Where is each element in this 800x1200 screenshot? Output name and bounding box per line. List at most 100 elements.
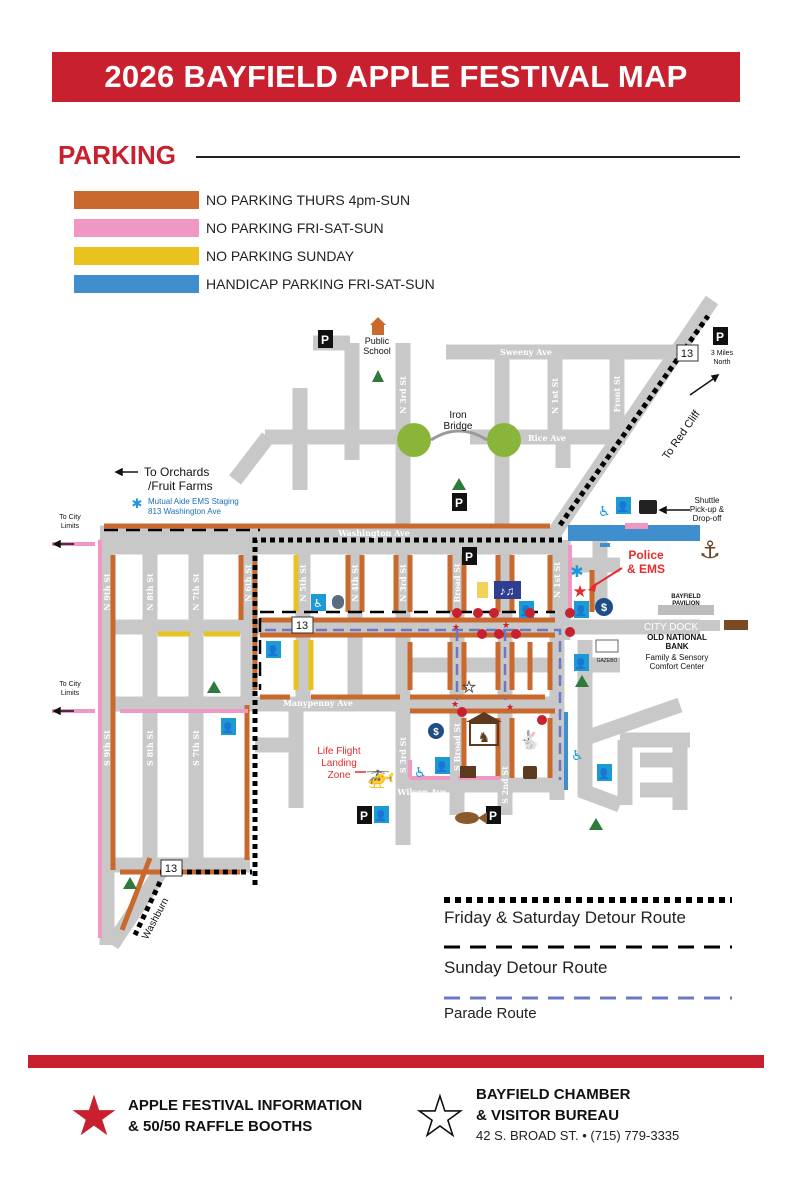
- info-booth-star-icon: ★★★★: [451, 620, 514, 712]
- comfort-center-label: Family & Sensory: [646, 653, 709, 662]
- route-label-fri-sat: Friday & Saturday Detour Route: [444, 908, 686, 927]
- trolley-icon: [460, 766, 476, 778]
- restroom-icon: 👤: [574, 654, 589, 671]
- anchor-icon: ⚓: [699, 537, 721, 564]
- restroom-icon: ♿: [311, 594, 326, 611]
- beverage-icon: [477, 582, 488, 598]
- old-national-bank-label: OLD NATIONAL: [647, 633, 707, 642]
- svg-text:👤: 👤: [575, 657, 587, 670]
- svg-text:★: ★: [506, 702, 514, 712]
- no-parking-sunday-segments: [158, 555, 314, 690]
- street-label-washington-ave: Washington Ave: [337, 528, 410, 538]
- parking-sign: P: [713, 327, 728, 345]
- street-label-n8: N 8th St: [145, 573, 155, 611]
- svg-text:🐇: 🐇: [519, 729, 541, 750]
- legend-swatch-orange: [74, 191, 199, 209]
- three-miles-label: North: [713, 359, 730, 366]
- restroom-icon: 👤: [221, 718, 236, 735]
- gazebo-label: GAZEBO: [597, 658, 618, 664]
- svg-text:👤: 👤: [375, 809, 387, 822]
- street-label-n7: N 7th St: [191, 573, 201, 611]
- parade-route: [265, 628, 562, 780]
- legend-label: NO PARKING FRI-SAT-SUN: [206, 220, 384, 236]
- red-cliff-label: To Red Cliff: [660, 408, 703, 462]
- no-parking-thurs-sun-segments: [104, 523, 595, 931]
- street-label-s-broad: S Broad St: [452, 723, 462, 771]
- legend-label: HANDICAP PARKING FRI-SAT-SUN: [206, 276, 435, 292]
- street-label-front: Front St: [612, 375, 622, 412]
- legend-swatch-pink: [74, 219, 199, 237]
- restroom-icon: 👤: [435, 757, 450, 774]
- restroom-icon: 👤: [616, 497, 631, 514]
- bus-icon: [639, 500, 657, 514]
- police-ems-label: Police: [628, 548, 664, 562]
- apple-booths: [452, 608, 575, 725]
- shuttle-label: Drop-off: [693, 514, 723, 523]
- street-label-broad: Broad St: [452, 563, 462, 603]
- comfort-center-label: Comfort Center: [650, 662, 705, 671]
- info-booth-label: APPLE FESTIVAL INFORMATION: [128, 1097, 363, 1114]
- legend-swatch-blue: [74, 275, 199, 293]
- lifeflight-label: Zone: [328, 770, 351, 781]
- svg-text:♿: ♿: [414, 764, 427, 780]
- street-label-wilson-ave: Wilson Ave: [397, 787, 447, 797]
- parking-heading: PARKING: [58, 140, 176, 170]
- svg-text:P: P: [489, 809, 497, 823]
- street-label-s9: S 9th St: [102, 730, 112, 766]
- highway-13-shield: 13: [160, 859, 183, 877]
- info-booth-star-icon: ★: [69, 1084, 119, 1147]
- shuttle-label: Pick-up &: [690, 505, 725, 514]
- city-dock-label: CITY DOCK: [644, 622, 699, 633]
- public-school-label: Public: [365, 336, 390, 346]
- svg-text:👤: 👤: [436, 760, 448, 773]
- parking-heading-rule: [196, 156, 740, 158]
- legend-item-handicap-parking: HANDICAP PARKING FRI-SAT-SUN: [74, 274, 435, 294]
- restroom-icon: 👤: [574, 601, 589, 618]
- svg-text:P: P: [716, 330, 724, 344]
- picnic-tree-icon: [123, 370, 603, 889]
- atm-icon: $: [428, 723, 444, 739]
- old-national-bank-label: BANK: [665, 642, 688, 651]
- svg-text:♪♫: ♪♫: [500, 584, 515, 598]
- iron-bridge-label: Bridge: [444, 421, 473, 432]
- street-label-manypenny-ave: Manypenny Ave: [283, 698, 353, 708]
- ems-staging-label: Mutual Aide EMS Staging: [148, 497, 239, 506]
- svg-text:P: P: [455, 496, 463, 510]
- street-label-n3-top: N 3rd St: [398, 376, 408, 414]
- parking-sign: P: [318, 330, 333, 348]
- rabbit-icon: 🐇: [519, 729, 541, 750]
- street-label-s8: S 8th St: [145, 730, 155, 766]
- atm-icon: $: [595, 598, 613, 616]
- svg-text:$: $: [433, 727, 439, 738]
- parking-sign: P: [357, 806, 372, 824]
- orchards-label: /Fruit Farms: [148, 479, 213, 493]
- svg-text:♿: ♿: [598, 503, 611, 519]
- street-label-n1-top: N 1st St: [550, 378, 560, 414]
- parking-sign: P: [452, 493, 467, 511]
- street-label-s2: S 2nd St: [500, 766, 510, 804]
- mutual-aide-ems-icon: ✱: [132, 496, 143, 511]
- ems-staging-label: 813 Washington Ave: [148, 507, 221, 516]
- svg-text:👤: 👤: [598, 767, 610, 780]
- police-ems-label: & EMS: [627, 562, 665, 576]
- legend-label: NO PARKING THURS 4pm-SUN: [206, 192, 411, 208]
- carousel-icon: ♞: [466, 712, 502, 746]
- street-label-n3: N 3rd St: [398, 564, 408, 602]
- ems-star-of-life-icon: ✱: [570, 564, 583, 581]
- svg-text:P: P: [321, 333, 329, 347]
- street-label-n1: N 1st St: [552, 562, 562, 598]
- helicopter-icon: 🚁: [365, 762, 395, 789]
- accessibility-icon: ♿: [414, 764, 427, 780]
- public-school-icon: [370, 317, 386, 335]
- legend-item-no-parking-sunday: NO PARKING SUNDAY: [74, 246, 354, 266]
- svg-text:★: ★: [451, 699, 459, 709]
- street-label-n4: N 4th St: [350, 564, 360, 602]
- parking-sign: P: [486, 806, 501, 824]
- music-stage-icon: ♪♫: [494, 581, 521, 599]
- police-arrow: [591, 567, 623, 588]
- svg-text:♿: ♿: [313, 598, 323, 610]
- svg-text:★: ★: [452, 622, 460, 632]
- city-limits-label: Limits: [61, 523, 80, 530]
- sunday-detour-route: [104, 528, 555, 690]
